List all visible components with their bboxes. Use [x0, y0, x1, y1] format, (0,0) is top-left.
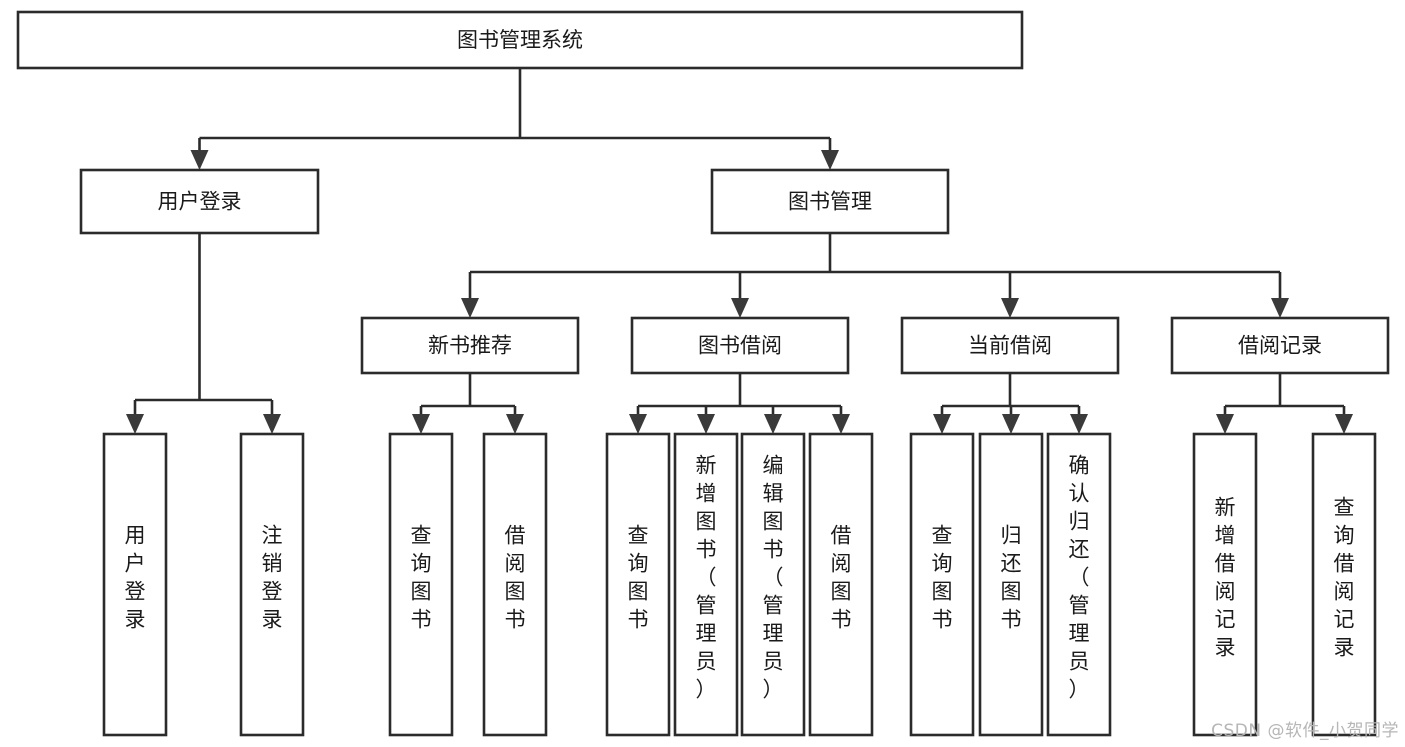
- node-current-borrow[interactable]: 当前借阅: [900, 316, 1120, 375]
- node-label: 图书管理系统: [457, 28, 583, 52]
- node-label: 确认归还（管理员）: [1069, 454, 1090, 702]
- node-borrow-record[interactable]: 借阅记录: [1170, 316, 1390, 375]
- arrow-head-icon: [821, 150, 839, 170]
- arrow-head-icon: [764, 414, 782, 434]
- node-box[interactable]: [978, 432, 1044, 737]
- arrow-head-icon: [731, 298, 749, 318]
- node-book-borrow[interactable]: 图书借阅: [630, 316, 850, 375]
- node-cb-return-book[interactable]: 归还图书: [978, 432, 1044, 737]
- node-bb-edit-book[interactable]: 编辑图书（管理员）: [740, 432, 806, 737]
- node-nbr-query-book[interactable]: 查询图书: [388, 432, 454, 737]
- edges-layer: [126, 68, 1353, 434]
- node-label: 借阅图书: [831, 524, 852, 632]
- node-box[interactable]: [605, 432, 671, 737]
- arrow-head-icon: [697, 414, 715, 434]
- node-label: 编辑图书（管理员）: [763, 454, 784, 702]
- arrow-head-icon: [629, 414, 647, 434]
- node-label: 借阅记录: [1238, 334, 1322, 358]
- node-box[interactable]: [808, 432, 874, 737]
- node-box[interactable]: [630, 316, 850, 375]
- node-label: 新增借阅记录: [1215, 496, 1236, 660]
- arrow-head-icon: [412, 414, 430, 434]
- node-bb-query-book[interactable]: 查询图书: [605, 432, 671, 737]
- nodes-layer: 图书管理系统用户登录图书管理新书推荐图书借阅当前借阅借阅记录用户登录注销登录查询…: [16, 10, 1390, 737]
- node-label: 新增图书（管理员）: [696, 454, 717, 702]
- node-label: 查询图书: [628, 524, 649, 632]
- node-user-login-do[interactable]: 用户登录: [102, 432, 168, 737]
- arrow-head-icon: [263, 414, 281, 434]
- node-box[interactable]: [1170, 316, 1390, 375]
- node-nbr-borrow-book[interactable]: 借阅图书: [482, 432, 548, 737]
- node-label: 新书推荐: [428, 334, 512, 358]
- arrow-head-icon: [832, 414, 850, 434]
- node-box[interactable]: [673, 432, 739, 737]
- node-label: 归还图书: [1001, 524, 1022, 632]
- node-box[interactable]: [79, 168, 320, 235]
- node-cb-confirm-return[interactable]: 确认归还（管理员）: [1046, 432, 1112, 737]
- node-label: 查询借阅记录: [1334, 496, 1355, 660]
- node-box[interactable]: [16, 10, 1024, 70]
- node-box[interactable]: [239, 432, 305, 737]
- node-box[interactable]: [102, 432, 168, 737]
- node-box[interactable]: [909, 432, 975, 737]
- node-user-login[interactable]: 用户登录: [79, 168, 320, 235]
- arrow-head-icon: [1271, 298, 1289, 318]
- node-box[interactable]: [710, 168, 950, 235]
- node-new-book-recommend[interactable]: 新书推荐: [360, 316, 580, 375]
- node-box[interactable]: [388, 432, 454, 737]
- arrow-head-icon: [1216, 414, 1234, 434]
- node-label: 图书借阅: [698, 334, 782, 358]
- arrow-head-icon: [461, 298, 479, 318]
- node-book-manage[interactable]: 图书管理: [710, 168, 950, 235]
- node-bb-borrow-book[interactable]: 借阅图书: [808, 432, 874, 737]
- node-label: 查询图书: [411, 524, 432, 632]
- arrow-head-icon: [1001, 298, 1019, 318]
- node-br-query-record[interactable]: 查询借阅记录: [1311, 432, 1377, 737]
- node-box[interactable]: [1311, 432, 1377, 737]
- node-label: 用户登录: [158, 190, 242, 214]
- arrow-head-icon: [1070, 414, 1088, 434]
- node-box[interactable]: [740, 432, 806, 737]
- arrow-head-icon: [506, 414, 524, 434]
- arrow-head-icon: [1002, 414, 1020, 434]
- node-root[interactable]: 图书管理系统: [16, 10, 1024, 70]
- node-label: 当前借阅: [968, 334, 1052, 358]
- csdn-watermark: CSDN @软件_小贺同学: [1211, 721, 1399, 741]
- node-box[interactable]: [1046, 432, 1112, 737]
- node-box[interactable]: [900, 316, 1120, 375]
- node-label: 注销登录: [262, 524, 283, 632]
- node-cb-query-book[interactable]: 查询图书: [909, 432, 975, 737]
- arrow-head-icon: [1335, 414, 1353, 434]
- node-label: 借阅图书: [505, 524, 526, 632]
- node-br-add-record[interactable]: 新增借阅记录: [1192, 432, 1258, 737]
- node-bb-add-book[interactable]: 新增图书（管理员）: [673, 432, 739, 737]
- arrow-head-icon: [190, 150, 209, 170]
- node-box[interactable]: [1192, 432, 1258, 737]
- arrow-head-icon: [126, 414, 144, 434]
- node-label: 用户登录: [125, 524, 146, 632]
- node-label: 图书管理: [788, 190, 872, 214]
- node-box[interactable]: [482, 432, 548, 737]
- node-box[interactable]: [360, 316, 580, 375]
- node-label: 查询图书: [932, 524, 953, 632]
- node-user-logout[interactable]: 注销登录: [239, 432, 305, 737]
- arrow-head-icon: [933, 414, 951, 434]
